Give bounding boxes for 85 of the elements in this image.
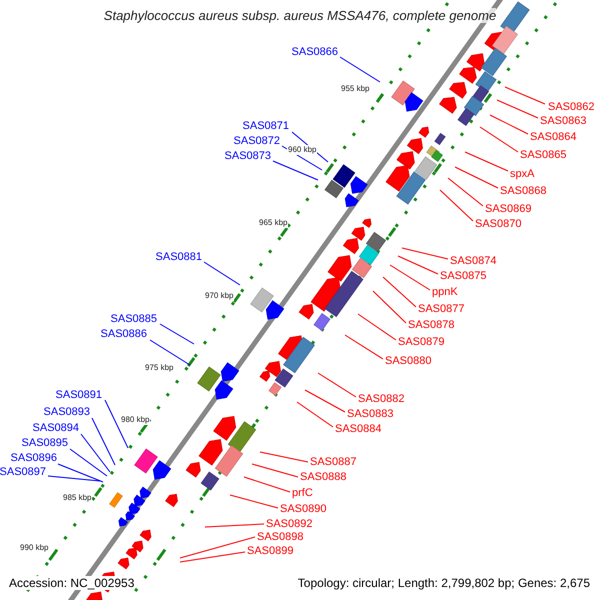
gene-label: SAS0896 — [10, 452, 57, 465]
gene-label: SAS0864 — [530, 131, 576, 144]
footer-text: Accession: NC_002953 — [9, 576, 134, 590]
scale-label: 990 kbp — [19, 543, 50, 553]
gene-label: SAS0899 — [247, 545, 294, 558]
leader-line — [382, 276, 416, 308]
gene-label: SAS0898 — [257, 531, 304, 544]
leader-line — [464, 152, 508, 172]
leader-line — [80, 434, 110, 472]
leader-line — [252, 464, 298, 478]
gene-label: SAS0862 — [548, 101, 594, 114]
scale-label: 965 kbp — [258, 218, 288, 228]
gene-label: SAS0895 — [22, 437, 68, 450]
leader-line — [318, 372, 356, 398]
leader-line — [390, 264, 430, 290]
leader-line — [304, 390, 346, 412]
gene-label: SAS0883 — [347, 408, 394, 421]
gene-label: SAS0884 — [335, 423, 382, 436]
gene-label: SAS0877 — [418, 303, 464, 316]
gene-label: SAS0891 — [56, 389, 102, 402]
leader-line — [504, 86, 546, 104]
leader-line — [440, 190, 474, 222]
gene-label: SAS0892 — [266, 518, 312, 531]
gene-label: SAS0869 — [485, 203, 532, 216]
gene-label: ppnK — [432, 286, 458, 299]
gene-label: SAS0865 — [520, 149, 566, 162]
leader-line — [260, 452, 308, 462]
leader-line — [204, 262, 240, 286]
scale-label: 985 kbp — [62, 493, 92, 503]
leader-line — [244, 476, 290, 492]
gene-label: SAS0870 — [475, 218, 522, 231]
gene-label: SAS0878 — [408, 319, 454, 332]
leader-line — [160, 324, 194, 344]
gene-label: SAS0897 — [0, 466, 46, 479]
leader-line — [150, 340, 190, 366]
scale-label: 975 kbp — [144, 363, 174, 373]
scale-label: 960 kbp — [287, 145, 318, 155]
gene-label: SAS0881 — [156, 251, 202, 264]
leader-line — [48, 476, 100, 482]
leader-line — [58, 464, 104, 482]
leader-line — [398, 256, 438, 274]
scale-label: 970 kbp — [204, 291, 234, 301]
leader-line — [448, 178, 484, 206]
gene-label: SAS0893 — [44, 406, 90, 419]
leader-line — [372, 290, 406, 324]
gene-label: SAS0888 — [300, 471, 346, 484]
gene-label: prfC — [292, 487, 313, 500]
gene-label: SAS0886 — [100, 328, 147, 341]
diagram-title: Staphylococcus aureus subsp. aureus MSSA476, complete genome — [104, 8, 496, 23]
scale-label: 980 kbp — [120, 415, 150, 425]
gene-label: SAS0885 — [110, 313, 157, 326]
gene-label: SAS0871 — [242, 120, 289, 133]
gene-label: SAS0866 — [292, 46, 338, 59]
leader-line — [344, 334, 384, 360]
gene-label: SAS0879 — [398, 336, 444, 349]
leader-line — [272, 160, 318, 180]
gene-label: SAS0887 — [310, 456, 356, 469]
gene-label: SAS0868 — [500, 185, 546, 198]
gene-label: SAS0880 — [385, 355, 432, 368]
leader-line — [480, 126, 518, 152]
gene-label: SAS0872 — [234, 135, 280, 148]
leader-line — [104, 400, 128, 448]
leader-line — [358, 314, 396, 340]
leader-line — [296, 402, 334, 428]
leader-line — [496, 100, 538, 118]
gene-label: SAS0894 — [32, 422, 79, 435]
gene-label: SAS0873 — [224, 150, 271, 163]
leader-line — [454, 166, 498, 188]
leader-line — [230, 494, 278, 508]
scale-label: 955 kbp — [340, 84, 370, 94]
leader-line — [204, 524, 264, 528]
gene-label: SAS0890 — [280, 503, 326, 516]
gene-label: SAS0875 — [440, 270, 486, 283]
gene-label: SAS0863 — [540, 115, 586, 128]
leader-line — [180, 552, 246, 562]
leader-line — [180, 536, 256, 558]
leader-line — [340, 56, 380, 82]
leader-line — [92, 418, 116, 466]
leader-line — [490, 114, 528, 134]
leader-line — [70, 448, 108, 476]
gene-label: SAS0882 — [358, 393, 404, 406]
leader-line — [402, 248, 448, 260]
gene-label: SAS0874 — [450, 255, 496, 268]
gene-label: spxA — [510, 168, 534, 181]
footer-text: Topology: circular; Length: 2,799,802 bp; Genes: 2,675 — [298, 576, 590, 590]
